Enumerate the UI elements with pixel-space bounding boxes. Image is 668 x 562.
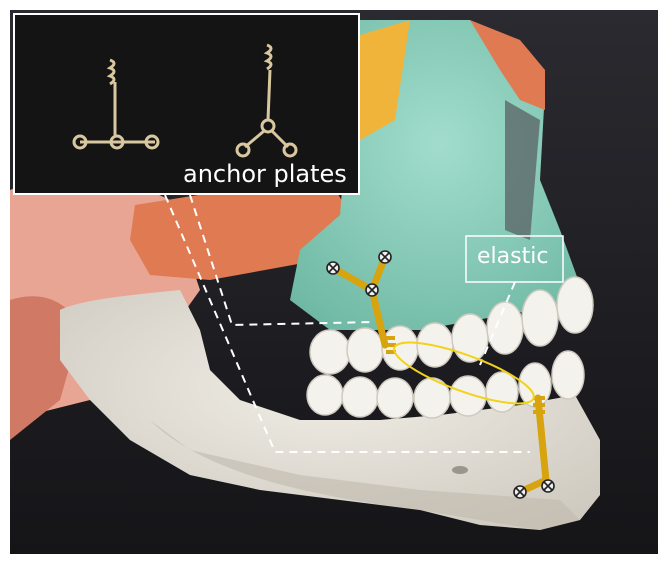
anchor-plates-label: anchor plates bbox=[183, 160, 347, 188]
elastic-label: elastic bbox=[477, 244, 548, 269]
mental-foramen bbox=[452, 466, 468, 474]
